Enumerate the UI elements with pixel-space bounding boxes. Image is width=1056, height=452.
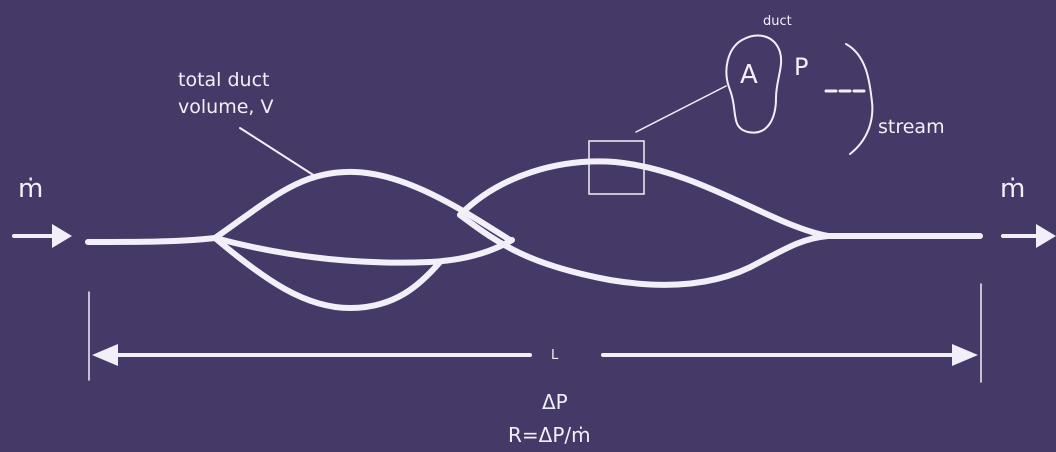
inlet-pipe bbox=[85, 235, 218, 245]
volume-label-line1: total duct bbox=[178, 69, 270, 91]
perimeter-label: P bbox=[794, 53, 809, 81]
cross-section-leader bbox=[635, 85, 727, 133]
inlet-arrow-head bbox=[52, 224, 72, 248]
volume-label: total duct volume, V bbox=[178, 67, 273, 121]
upper-main-branch bbox=[457, 158, 831, 239]
lower-right-branch bbox=[457, 212, 831, 288]
outlet-mass-flow-label: ṁ bbox=[1000, 174, 1026, 204]
outlet-arrow-head bbox=[1036, 224, 1056, 248]
lower-branch bbox=[212, 235, 443, 312]
cross-section-box bbox=[588, 140, 645, 195]
length-arrow-head-right bbox=[952, 344, 978, 366]
middle-branch bbox=[212, 235, 515, 266]
resistance-formula: R=ΔP/ṁ bbox=[508, 423, 591, 447]
volume-label-line2: volume, V bbox=[178, 96, 274, 118]
stream-brace bbox=[845, 43, 874, 155]
pressure-drop-label: ΔP bbox=[542, 390, 568, 414]
stream-label: stream bbox=[878, 116, 945, 138]
length-label: L bbox=[551, 348, 559, 363]
length-arrow-head-left bbox=[92, 344, 118, 366]
duct-label: duct bbox=[763, 14, 792, 29]
area-label: A bbox=[740, 60, 758, 90]
inlet-mass-flow-label: ṁ bbox=[18, 174, 44, 204]
volume-leader-line bbox=[239, 127, 319, 179]
upper-left-branch bbox=[212, 168, 513, 243]
cross-section-shape bbox=[725, 34, 783, 134]
